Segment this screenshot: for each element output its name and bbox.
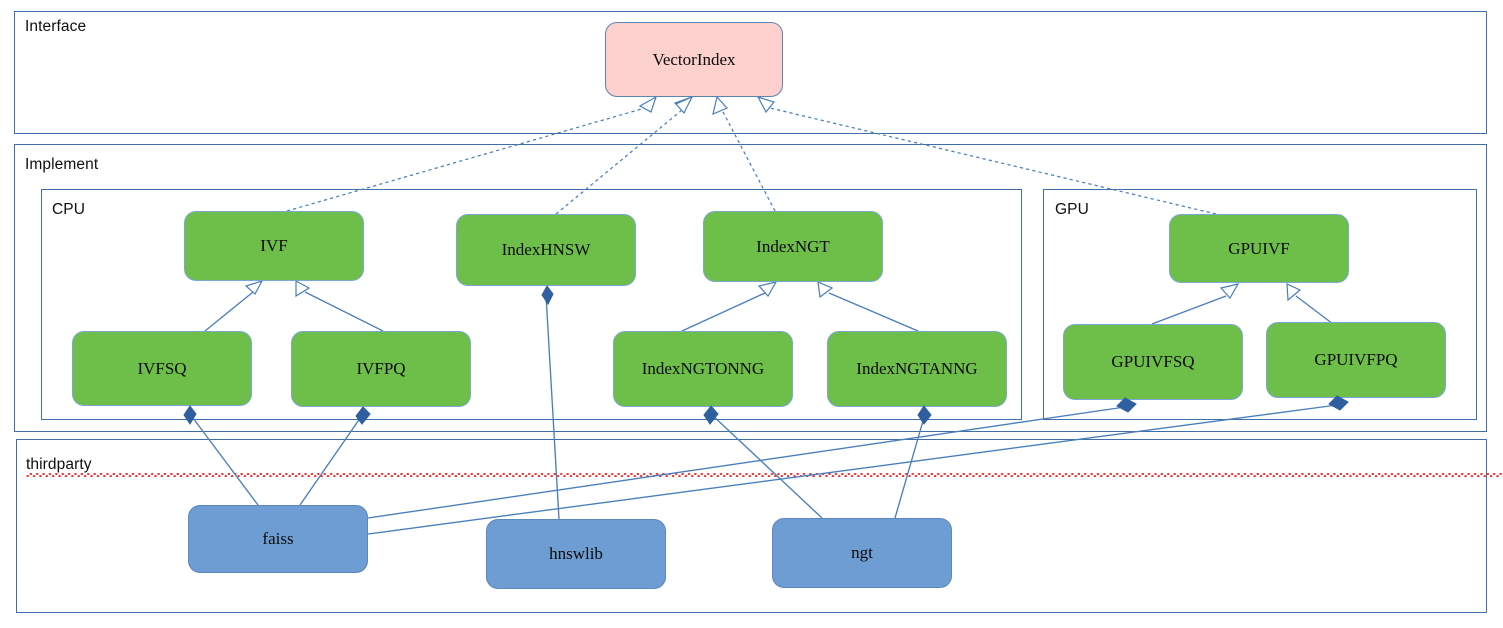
node-faiss[interactable]: faiss <box>188 505 368 573</box>
node-label: IVFPQ <box>356 359 406 378</box>
container-gpu-label: GPU <box>1055 201 1089 218</box>
diamond-gpuivfpq <box>1328 395 1349 411</box>
diamond-indexhnsw <box>541 285 554 305</box>
node-gpuivfpq[interactable]: GPUIVFPQ <box>1266 322 1446 398</box>
node-label: ngt <box>851 543 873 562</box>
diamond-indexngtanng <box>917 405 932 425</box>
node-vectorindex[interactable]: VectorIndex <box>605 22 783 97</box>
diamond-indexngtonng <box>703 405 719 425</box>
node-label: IVF <box>260 236 288 255</box>
node-label: IndexNGTONNG <box>641 359 765 378</box>
container-interface <box>14 11 1487 134</box>
node-label: IndexHNSW <box>501 240 591 259</box>
diamond-ivfsq <box>183 405 197 425</box>
node-label: hnswlib <box>549 544 603 563</box>
node-label: IndexNGTANNG <box>856 359 978 378</box>
node-label: IndexNGT <box>756 236 830 256</box>
node-hnswlib[interactable]: hnswlib <box>486 519 666 589</box>
container-thirdparty <box>16 439 1487 613</box>
node-ivfsq[interactable]: IVFSQ <box>72 331 252 406</box>
node-indexhnsw[interactable]: IndexHNSW <box>456 214 636 286</box>
container-gpu <box>1043 189 1477 420</box>
diamond-ivfpq <box>355 406 371 425</box>
node-ngt[interactable]: ngt <box>772 518 952 588</box>
container-implement <box>14 144 1487 432</box>
node-label: VectorIndex <box>652 49 736 69</box>
node-label: faiss <box>262 529 294 548</box>
node-indexngt[interactable]: IndexNGT <box>703 211 883 282</box>
node-ivfpq[interactable]: IVFPQ <box>291 331 471 407</box>
container-interface-label: Interface <box>25 18 87 35</box>
node-gpuivfsq[interactable]: GPUIVFSQ <box>1063 324 1243 400</box>
node-gpuivf[interactable]: GPUIVF <box>1169 214 1349 283</box>
node-ivf[interactable]: IVF <box>184 211 364 281</box>
container-cpu <box>41 189 1022 420</box>
diamond-gpuivfsq <box>1116 397 1137 413</box>
node-indexngtonng[interactable]: IndexNGTONNG <box>613 331 793 407</box>
node-indexngtanng[interactable]: IndexNGTANNG <box>827 331 1007 407</box>
node-label: GPUIVF <box>1228 238 1290 258</box>
node-label: GPUIVFPQ <box>1314 350 1398 369</box>
node-label: IVFSQ <box>137 358 187 378</box>
container-cpu-label: CPU <box>52 201 86 218</box>
node-label: GPUIVFSQ <box>1111 352 1195 371</box>
container-implement-label: Implement <box>25 156 99 173</box>
container-thirdparty-label: thirdparty <box>26 456 1503 477</box>
